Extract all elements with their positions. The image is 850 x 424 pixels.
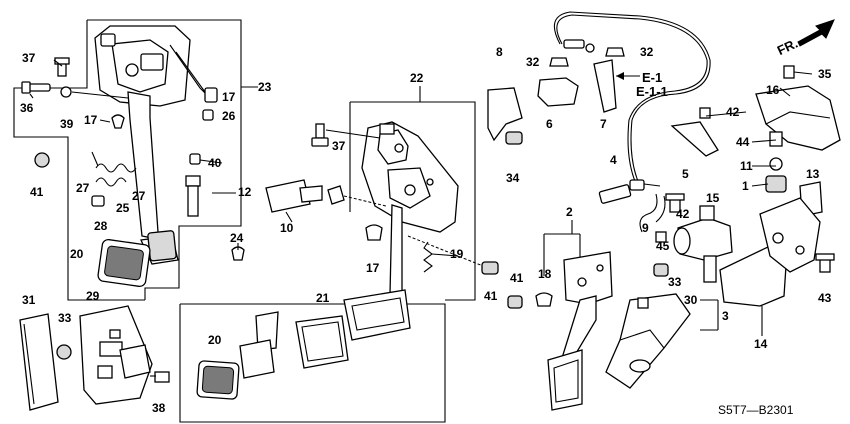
callout-17b: 17 [222,90,236,104]
callout-27b: 27 [132,189,146,203]
callout-23: 23 [258,80,272,94]
callout-29: 29 [86,289,100,303]
callout-4: 4 [610,153,617,167]
callout-13: 13 [806,167,820,181]
callout-41c: 41 [484,289,498,303]
callout-leaders [29,59,813,257]
callout-labels: 37 36 39 17 41 27 25 27 28 20 31 33 29 3… [20,45,832,415]
callout-12: 12 [238,185,252,199]
callout-21: 21 [316,291,330,305]
callout-31: 31 [22,293,36,307]
callout-42b: 42 [676,207,690,221]
diagram-code: S5T7—B2301 [718,403,794,417]
accelerator-pedal-group [179,86,523,423]
callout-17a: 17 [84,113,98,127]
callout-35: 35 [818,67,832,81]
callout-1: 1 [742,179,749,193]
callout-19: 19 [450,247,464,261]
actuator-group [653,65,841,307]
callout-33a: 33 [58,311,72,325]
callout-41a: 41 [30,185,44,199]
callout-5: 5 [682,167,689,181]
callout-28: 28 [94,219,108,233]
callout-43: 43 [818,291,832,305]
front-direction-label: FR. [775,36,800,58]
callout-10: 10 [280,221,294,235]
callout-9: 9 [642,221,649,235]
callout-39: 39 [60,117,74,131]
reference-e1: E-1 [642,70,662,85]
callout-40: 40 [208,156,222,170]
callout-41b: 41 [510,271,524,285]
callout-30: 30 [684,293,698,307]
callout-38: 38 [152,401,166,415]
cable-assembly [487,11,719,233]
callout-7: 7 [600,117,607,131]
callout-11: 11 [740,159,753,173]
callout-3: 3 [722,309,729,323]
callout-6: 6 [546,117,553,131]
callout-37a: 37 [22,51,36,65]
callout-33b: 33 [668,275,682,289]
callout-16: 16 [766,83,780,97]
callout-24: 24 [230,231,244,245]
callout-32a: 32 [526,55,540,69]
callout-20a: 20 [70,247,84,261]
callout-26: 26 [222,109,236,123]
brake-pedal-group [13,19,258,301]
callout-22: 22 [410,71,424,85]
reference-e1-1: E-1-1 [636,84,668,99]
callout-44: 44 [736,135,750,149]
callout-18: 18 [538,267,552,281]
callout-37b: 37 [332,139,346,153]
dead-pedal-group [19,305,170,411]
callout-25: 25 [116,201,130,215]
callout-14: 14 [754,337,768,351]
callout-20b: 20 [208,333,222,347]
front-direction-marker: FR. [775,19,835,58]
callout-27a: 27 [76,181,90,195]
pedal-pad-20 [97,238,151,288]
callout-17c: 17 [366,261,380,275]
callout-8: 8 [496,45,503,59]
callout-45: 45 [656,239,670,253]
callout-42a: 42 [726,105,740,119]
callout-32b: 32 [640,45,654,59]
callout-15: 15 [706,191,720,205]
callout-2: 2 [566,205,573,219]
callout-36: 36 [20,101,34,115]
lower-right-pedal-group [535,220,763,411]
callout-34: 34 [506,171,520,185]
